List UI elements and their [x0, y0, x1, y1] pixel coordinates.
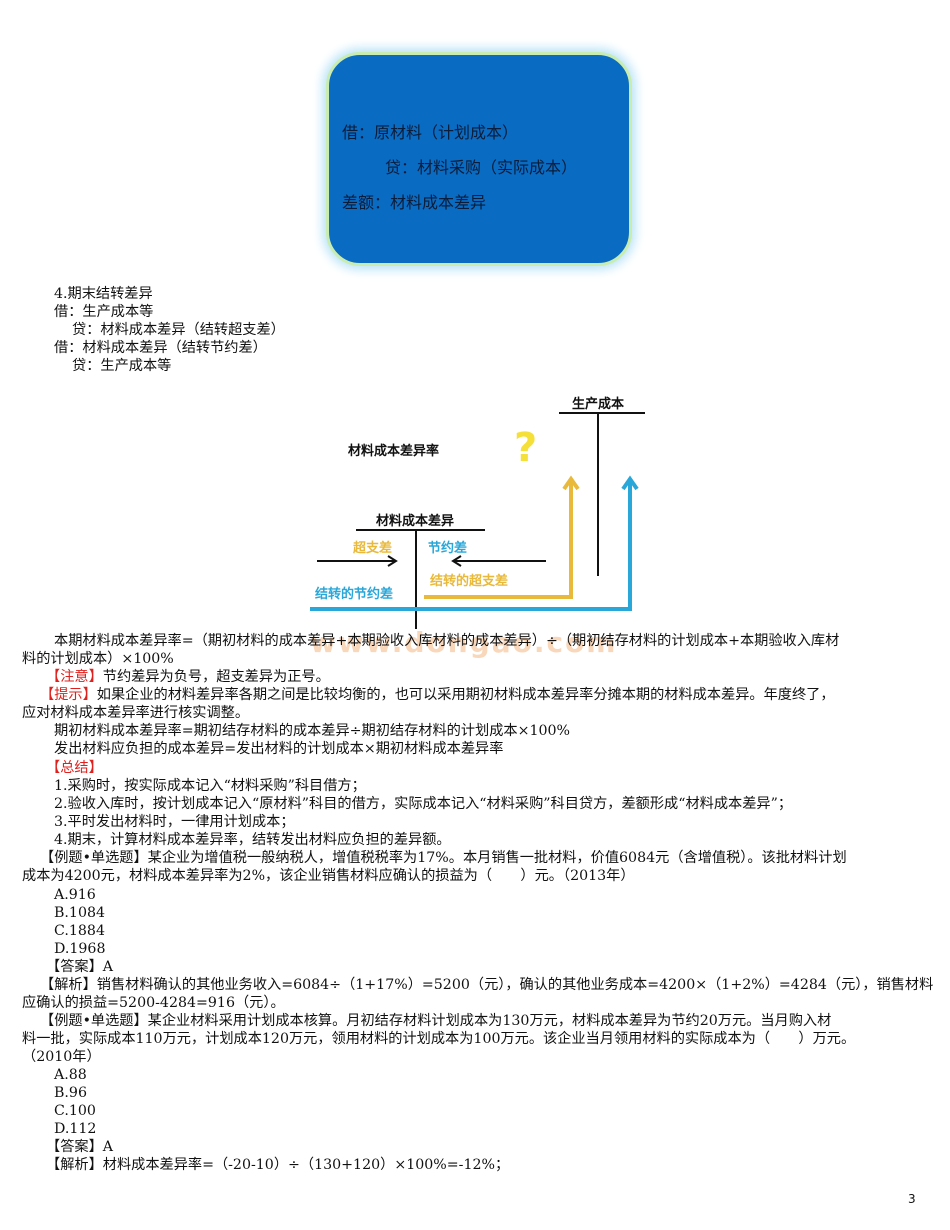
example1-answer: 【答案】A — [46, 959, 113, 975]
example1-option: C.1884 — [54, 923, 105, 939]
arrow-right-icon — [317, 555, 398, 567]
difference-variance: 差额：材料成本差异 — [342, 193, 487, 212]
overspend-label: 超支差 — [353, 541, 393, 556]
hint-line: 【提示】如果企业的材料差异率各期之间是比较均衡的，也可以采用期初材料成本差异率分… — [40, 686, 835, 704]
saving-label: 节约差 — [428, 541, 468, 556]
example2-option: C.100 — [54, 1103, 96, 1119]
note-tag: 【注意】 — [46, 669, 103, 685]
variance-account-label: 材料成本差异 — [376, 514, 455, 529]
note-text: 节约差异为负号，超支差异为正号。 — [102, 669, 330, 685]
production-cost-t-stem — [597, 412, 599, 576]
flow-arrows — [310, 475, 639, 611]
example2-question: 【例题•单选题】某企业材料采用计划成本核算。月初结存材料计划成本为130万元，材… — [40, 1013, 832, 1029]
hint-tag: 【提示】 — [40, 687, 97, 703]
note-line: 【注意】节约差异为负号，超支差异为正号。 — [46, 668, 330, 686]
example2-question-cont: 料一批，实际成本110万元，计划成本120万元，领用材料的计划成本为100万元。… — [22, 1031, 856, 1047]
variance-flow-diagram: 生产成本 材料成本差异率 ? 材料成本差异 超支差 节约差 结转的超支差 结转的… — [300, 385, 645, 629]
example2-option: D.112 — [54, 1121, 97, 1137]
transfer-overspend-label: 结转的超支差 — [430, 574, 509, 589]
hint-text-cont: 应对材料成本差异率进行核实调整。 — [22, 705, 250, 721]
example1-option: D.1968 — [54, 941, 106, 957]
example1-option: A.916 — [54, 887, 96, 903]
formula-opening-rate: 期初材料成本差异率=期初结存材料的成本差异÷期初结存材料的计划成本×100% — [54, 723, 571, 739]
example1-question-cont: 成本为4200元，材料成本差异率为2%，该企业销售材料应确认的损益为（ ）元。（… — [22, 868, 635, 884]
example2-option: A.88 — [54, 1067, 87, 1083]
example1-analysis: 【解析】销售材料确认的其他业务收入=6084÷（1+17%）=5200（元），确… — [40, 977, 934, 993]
summary-item: 1.采购时，按实际成本记入“材料采购”科目借方； — [54, 778, 366, 794]
formula-current-rate-cont: 料的计划成本）×100% — [22, 651, 174, 667]
transfer-saving-label: 结转的节约差 — [315, 587, 394, 602]
page-number: 3 — [908, 1192, 916, 1206]
hint-text: 如果企业的材料差异率各期之间是比较均衡的，也可以采用期初材料成本差异率分摊本期的… — [96, 687, 835, 703]
formula-issued-variance: 发出材料应负担的成本差异=发出材料的计划成本×期初材料成本差异率 — [54, 741, 504, 757]
question-mark-icon: ? — [514, 425, 538, 471]
summary-tag: 【总结】 — [46, 760, 103, 776]
section4-line: 贷：生产成本等 — [72, 358, 172, 374]
variance-t-bar — [356, 529, 485, 531]
example1-option: B.1084 — [54, 905, 106, 921]
example1-question: 【例题•单选题】某企业为增值税一般纳税人，增值税税率为17%。本月销售一批材料，… — [40, 850, 847, 866]
example2-year: （2010年） — [22, 1049, 101, 1065]
section4-title: 4.期末结转差异 — [54, 286, 153, 302]
debit-raw-material: 借：原材料（计划成本） — [342, 123, 519, 142]
section4-line: 贷：材料成本差异（结转超支差） — [72, 322, 285, 338]
example2-analysis: 【解析】材料成本差异率=（-20-10）÷（130+120）×100%=-12%… — [46, 1157, 510, 1173]
example2-option: B.96 — [54, 1085, 87, 1101]
example1-analysis-cont: 应确认的损益=5200-4284=916（元）。 — [22, 995, 285, 1011]
arrow-left-icon — [451, 555, 546, 567]
summary-item: 3.平时发出材料时，一律用计划成本； — [54, 814, 295, 830]
variance-t-stem — [415, 529, 417, 629]
section4-line: 借：材料成本差异（结转节约差） — [54, 340, 267, 356]
section4-line: 借：生产成本等 — [54, 304, 154, 320]
formula-current-rate: 本期材料成本差异率=（期初材料的成本差异+本期验收入库材料的成本差异）÷（期初结… — [54, 633, 840, 649]
summary-item: 2.验收入库时，按计划成本记入“原材料”科目的借方，实际成本记入“材料采购”科目… — [54, 796, 793, 812]
production-cost-label: 生产成本 — [572, 397, 625, 412]
production-cost-t-bar — [559, 412, 645, 414]
journal-entry-box: 借：原材料（计划成本） 贷：材料采购（实际成本） 差额：材料成本差异 — [326, 52, 632, 266]
variance-rate-label: 材料成本差异率 — [348, 444, 440, 459]
credit-material-purchase: 贷：材料采购（实际成本） — [385, 158, 578, 177]
example2-answer: 【答案】A — [46, 1139, 113, 1155]
summary-item: 4.期末，计算材料成本差异率，结转发出材料应负担的差异额。 — [54, 832, 451, 848]
